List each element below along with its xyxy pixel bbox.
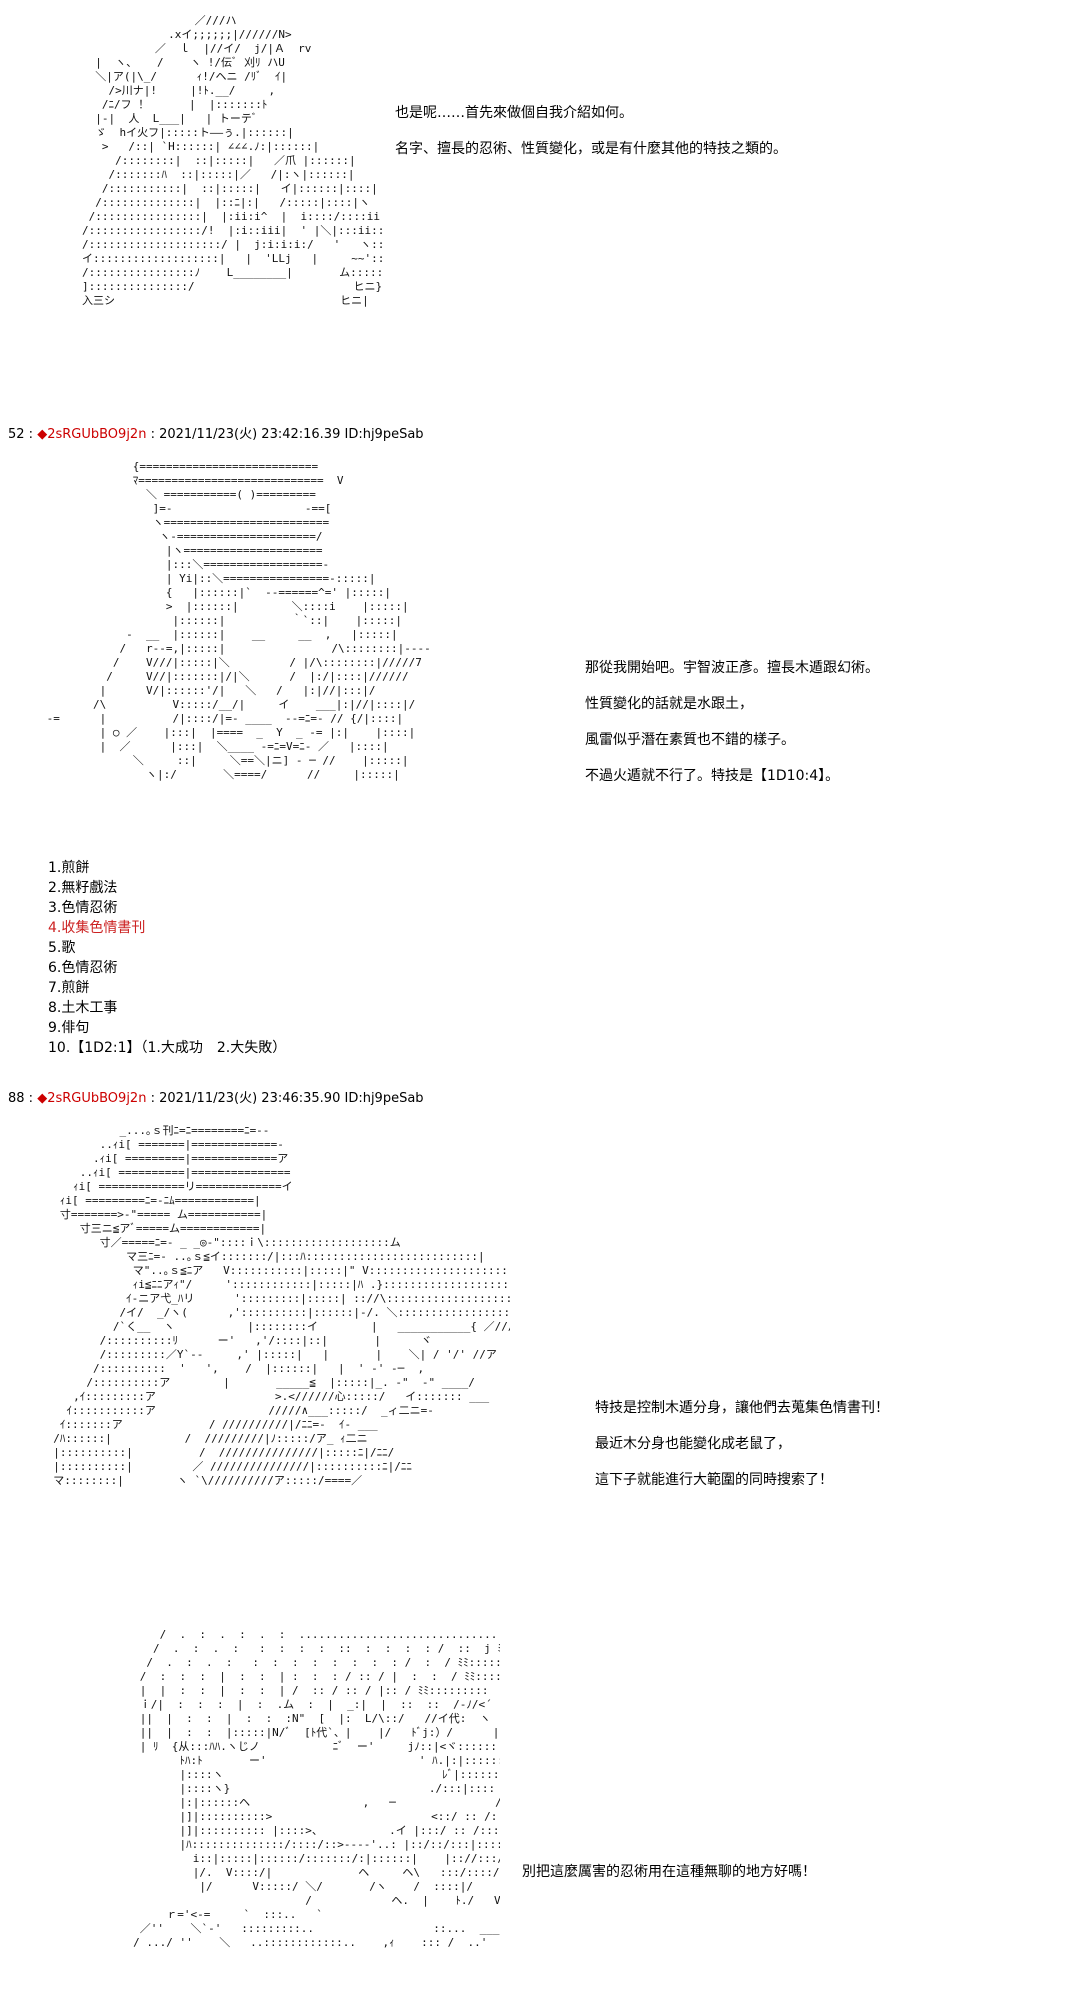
post-trip[interactable]: 2sRGUbBO9j2n bbox=[47, 427, 147, 442]
dialog-line: 性質變化的話就是水跟土， bbox=[585, 696, 753, 712]
list-item: 9.俳句 bbox=[48, 1020, 90, 1036]
post-number: 88 : bbox=[8, 1091, 34, 1106]
ascii-art-character-4: / . : . : . : ..........................… bbox=[133, 1628, 500, 1949]
list-item-highlighted: 4.收集色情書刊 bbox=[48, 920, 146, 936]
dialog-line: 不過火遁就不行了。特技是【1D10:4】。 bbox=[585, 768, 840, 784]
post-datetime: : 2021/11/23(火) 23:46:35.90 ID:hj9peSab bbox=[150, 1091, 424, 1106]
list-item: 5.歌 bbox=[48, 940, 76, 956]
dialog-line: 也是呢……首先來做個自我介紹如何。 bbox=[395, 105, 633, 121]
list-item: 6.色情忍術 bbox=[48, 960, 118, 976]
post-header-88: 88 : ◆2sRGUbBO9j2n : 2021/11/23(火) 23:46… bbox=[8, 1090, 424, 1108]
list-item: 1.煎餅 bbox=[48, 860, 90, 876]
list-item: 2.無籽戲法 bbox=[48, 880, 118, 896]
post-number: 52 : bbox=[8, 427, 34, 442]
dialog-block-3: 特技是控制木遁分身，讓他們去蒐集色情書刊！ 最近木分身也能變化成老鼠了， 這下子… bbox=[595, 1390, 889, 1498]
dialog-block-1: 也是呢……首先來做個自我介紹如何。 名字、擅長的忍術、性質變化，或是有什麼其他的… bbox=[395, 95, 787, 167]
list-item: 8.土木工事 bbox=[48, 1000, 118, 1016]
dialog-line: 那從我開始吧。宇智波正彥。擅長木遁跟幻術。 bbox=[585, 660, 879, 676]
post-header-52: 52 : ◆2sRGUbBO9j2n : 2021/11/23(火) 23:42… bbox=[8, 426, 424, 444]
dialog-line: 名字、擅長的忍術、性質變化，或是有什麼其他的特技之類的。 bbox=[395, 141, 787, 157]
trip-diamond-icon: ◆ bbox=[37, 427, 48, 442]
dialog-line: 這下子就能進行大範圍的同時搜索了！ bbox=[595, 1472, 833, 1488]
ascii-art-character-2: {=========================== ﾏ==========… bbox=[46, 460, 431, 781]
skill-list: 1.煎餅 2.無籽戲法 3.色情忍術 4.收集色情書刊 5.歌 6.色情忍術 7… bbox=[48, 858, 286, 1058]
post-datetime: : 2021/11/23(火) 23:42:16.39 ID:hj9peSab bbox=[150, 427, 424, 442]
dialog-line: 特技是控制木遁分身，讓他們去蒐集色情書刊！ bbox=[595, 1400, 889, 1416]
dialog-line: 最近木分身也能變化成老鼠了， bbox=[595, 1436, 791, 1452]
dialog-line: 別把這麼厲害的忍術用在這種無聊的地方好嗎！ bbox=[522, 1864, 816, 1880]
list-item: 10.【1D2:1】（1.大成功 2.大失敗） bbox=[48, 1040, 287, 1056]
dialog-block-2: 那從我開始吧。宇智波正彥。擅長木遁跟幻術。 性質變化的話就是水跟土， 風雷似乎潛… bbox=[585, 650, 879, 794]
trip-diamond-icon: ◆ bbox=[37, 1091, 48, 1106]
ascii-art-character-3: _...｡ｓ刊ﾆ=ﾆ========ﾆ=‐‐ ..ｨi[ =======|===… bbox=[53, 1124, 510, 1487]
list-item: 7.煎餅 bbox=[48, 980, 90, 996]
dialog-line: 風雷似乎潛在素質也不錯的樣子。 bbox=[585, 732, 795, 748]
post-trip[interactable]: 2sRGUbBO9j2n bbox=[47, 1091, 147, 1106]
dialog-block-4: 別把這麼厲害的忍術用在這種無聊的地方好嗎！ bbox=[522, 1854, 816, 1890]
list-item: 3.色情忍術 bbox=[48, 900, 118, 916]
ascii-art-character-1: ／///ハ .xイ;;;;;;|//////N> ／ ｌ |//イ/ j/|Ａ … bbox=[82, 14, 382, 307]
